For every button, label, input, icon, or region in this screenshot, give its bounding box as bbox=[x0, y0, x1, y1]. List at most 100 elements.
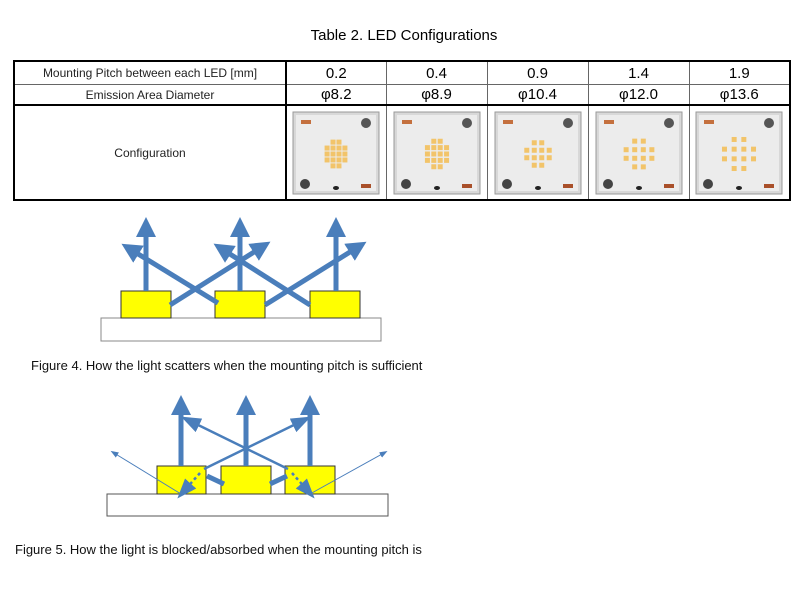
connector bbox=[333, 185, 340, 190]
pitch-cell: 1.4 bbox=[587, 60, 690, 85]
led-chip-photo bbox=[531, 139, 537, 145]
led-chip-photo bbox=[443, 151, 449, 156]
led-chip-photo bbox=[538, 154, 544, 160]
led-chip-photo bbox=[342, 156, 348, 162]
led-chip-photo bbox=[648, 155, 654, 161]
table-row-configuration: Configuration bbox=[13, 104, 791, 201]
blocked-light-segment bbox=[205, 473, 226, 487]
led-chip-photo bbox=[523, 154, 529, 160]
led-chip-photo bbox=[424, 144, 430, 150]
led-chip-photo bbox=[546, 154, 552, 160]
led-chip-photo bbox=[437, 144, 443, 150]
led-chip-photo bbox=[424, 157, 430, 163]
led-chip-photo bbox=[430, 144, 436, 150]
led-chip-photo bbox=[336, 139, 342, 145]
configuration-cell bbox=[486, 104, 589, 201]
table-row-diameter: Emission Area Diameter φ8.2 φ8.9 φ10.4 φ… bbox=[13, 84, 791, 106]
led-chip-photo bbox=[722, 155, 728, 161]
led-chip-photo bbox=[741, 155, 747, 161]
led-chip-photo bbox=[430, 157, 436, 163]
blocked-light-segment bbox=[268, 473, 289, 487]
led-chip-photo bbox=[430, 151, 436, 156]
table-row-pitch: Mounting Pitch between each LED [mm] 0.2… bbox=[13, 60, 791, 85]
led-chip-photo bbox=[640, 155, 646, 161]
diameter-cell: φ13.6 bbox=[688, 84, 791, 106]
cathode-pad bbox=[361, 183, 372, 188]
cathode-pad bbox=[562, 183, 573, 188]
connector bbox=[534, 185, 541, 190]
light-ray-arrow bbox=[168, 241, 271, 308]
connector bbox=[433, 185, 440, 190]
cathode-pad bbox=[764, 183, 775, 188]
configuration-cell bbox=[587, 104, 690, 201]
figure-5-diagram bbox=[106, 395, 389, 517]
led-chip-photo bbox=[731, 136, 737, 142]
row-label-pitch: Mounting Pitch between each LED [mm] bbox=[13, 60, 287, 85]
anode-pad bbox=[502, 119, 513, 124]
led-chip-photo bbox=[538, 139, 544, 145]
led-chip-photo bbox=[523, 147, 529, 153]
led-chip-photo bbox=[731, 165, 737, 171]
led-chip-photo bbox=[631, 163, 637, 169]
figure-4-caption: Figure 4. How the light scatters when th… bbox=[31, 358, 423, 373]
configuration-cell bbox=[285, 104, 387, 201]
led-chip-photo bbox=[731, 155, 737, 161]
light-ray-arrow bbox=[121, 243, 220, 306]
led-chip-photo bbox=[531, 154, 537, 160]
anode-pad bbox=[301, 119, 312, 124]
configuration-cell bbox=[688, 104, 791, 201]
light-ray-arrow bbox=[203, 416, 311, 471]
led-chip-photo bbox=[531, 162, 537, 168]
led-chip-photo bbox=[324, 156, 330, 162]
absorbed-light-arrow bbox=[177, 472, 201, 499]
reflected-light-arrow bbox=[110, 450, 182, 495]
led-chip-photo bbox=[531, 147, 537, 153]
led-board-photo bbox=[595, 111, 682, 194]
led-chip-photo bbox=[648, 146, 654, 152]
diameter-cell: φ8.9 bbox=[385, 84, 488, 106]
led-board-photo bbox=[494, 111, 581, 194]
row-label-diameter: Emission Area Diameter bbox=[13, 84, 287, 106]
led-chip-photo bbox=[342, 151, 348, 156]
led-chip-photo bbox=[424, 151, 430, 156]
board-surface bbox=[396, 114, 477, 191]
led-chip-photo bbox=[437, 138, 443, 144]
mount-hole bbox=[300, 178, 311, 189]
led-chip-photo bbox=[731, 146, 737, 152]
led-chip-photo bbox=[342, 145, 348, 151]
board-surface bbox=[497, 114, 578, 191]
light-ray-arrow bbox=[213, 243, 312, 308]
led-chip-photo bbox=[443, 157, 449, 163]
led-configurations-table: Mounting Pitch between each LED [mm] 0.2… bbox=[13, 60, 791, 201]
led-chip-photo bbox=[437, 157, 443, 163]
mount-hole bbox=[400, 178, 411, 189]
substrate bbox=[100, 317, 382, 342]
pitch-cell: 0.9 bbox=[486, 60, 589, 85]
led-chip-photo bbox=[330, 139, 336, 145]
led-chip-photo bbox=[538, 147, 544, 153]
led-chip bbox=[220, 465, 272, 495]
led-chip-photo bbox=[430, 138, 436, 144]
board-surface bbox=[699, 114, 780, 191]
board-surface bbox=[598, 114, 679, 191]
reflected-light-arrow bbox=[309, 451, 388, 495]
pitch-cell: 0.4 bbox=[385, 60, 488, 85]
anode-pad bbox=[401, 119, 412, 124]
led-board-photo bbox=[695, 111, 783, 194]
led-chip-photo bbox=[751, 146, 757, 152]
led-chip-photo bbox=[741, 165, 747, 171]
led-board-photo bbox=[393, 111, 480, 194]
led-chip-photo bbox=[722, 146, 728, 152]
led-chip-photo bbox=[330, 145, 336, 151]
led-chip bbox=[309, 290, 361, 319]
led-chip-photo bbox=[336, 151, 342, 156]
led-chip-photo bbox=[437, 163, 443, 169]
led-chip-photo bbox=[330, 151, 336, 156]
mount-hole bbox=[361, 117, 372, 128]
mount-hole bbox=[703, 178, 714, 189]
led-chip-photo bbox=[741, 146, 747, 152]
led-chip-photo bbox=[631, 155, 637, 161]
board-surface bbox=[296, 114, 377, 191]
led-chip-photo bbox=[443, 144, 449, 150]
led-chip bbox=[214, 290, 266, 319]
